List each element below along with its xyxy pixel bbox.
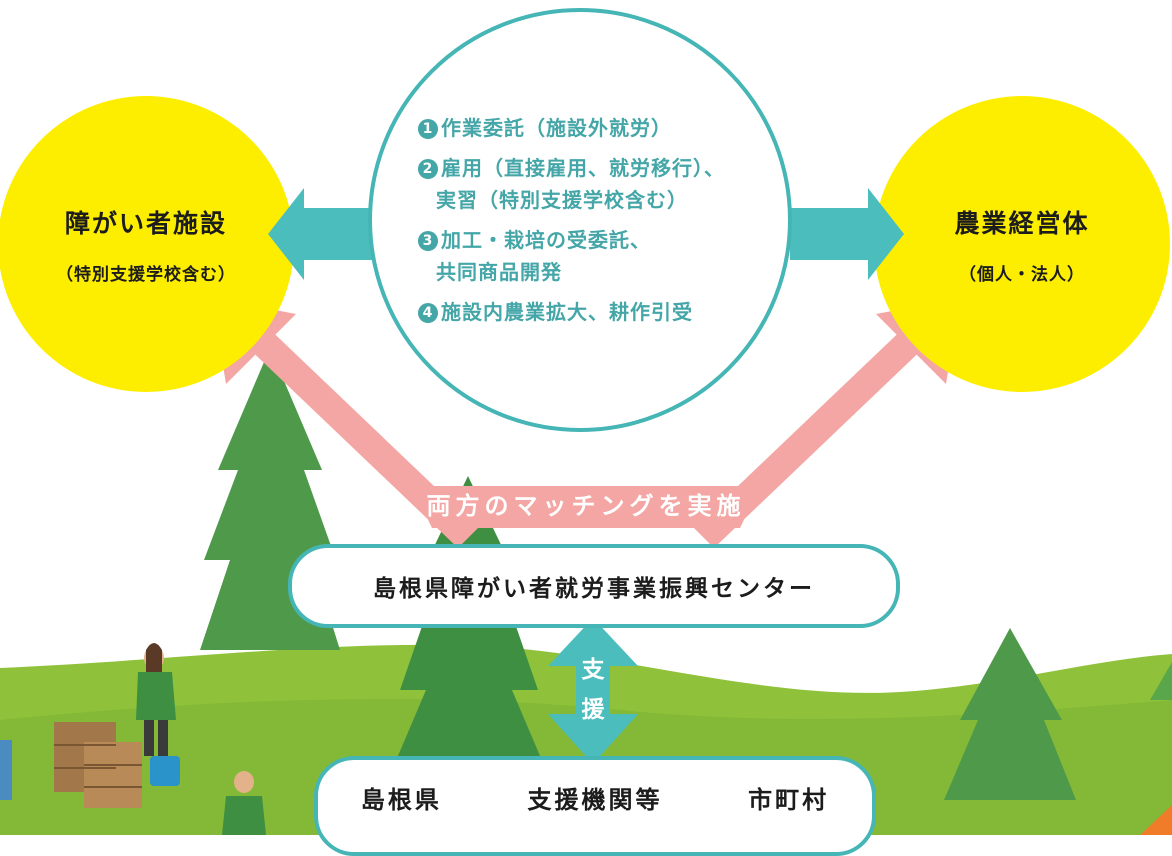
teal-arrow-left	[268, 188, 382, 280]
tree-far-right	[1150, 662, 1172, 700]
matching-label: 両方のマッチングを実施	[426, 492, 746, 520]
disability-facility-title: 障がい者施設	[64, 208, 227, 238]
farmer-illustration-1	[136, 643, 180, 786]
cooperation-item-3-line-1: 加工・栽培の受委託、	[441, 228, 651, 252]
employment-center-box: 島根県障がい者就労事業振興センター	[288, 544, 900, 628]
support-organizations-box: 島根県 支援機関等 市町村	[314, 756, 876, 856]
support-label-char-2: 援	[581, 697, 605, 723]
number-badge-2: 2	[418, 159, 438, 179]
agricultural-business-title: 農業経営体	[954, 208, 1090, 238]
org-municipalities: 市町村	[748, 785, 830, 814]
number-badge-4: 4	[418, 303, 438, 323]
teal-arrow-right	[790, 188, 904, 280]
support-double-arrow	[548, 618, 638, 764]
org-shimane-prefecture: 島根県	[360, 785, 442, 814]
crates-illustration	[54, 722, 142, 808]
org-support-agencies: 支援機関等	[527, 785, 663, 814]
disability-facility-circle: 障がい者施設 （特別支援学校含む）	[0, 96, 294, 392]
support-arrow	[548, 618, 638, 764]
landscape-background	[0, 348, 1172, 835]
pink-arrow-bridge	[412, 486, 760, 528]
number-badge-1: 1	[418, 119, 438, 139]
cooperation-item-3-line-2: 共同商品開発	[436, 260, 562, 284]
disability-facility-subtitle: （特別支援学校含む）	[56, 264, 236, 285]
agricultural-business-circle: 農業経営体 （個人・法人）	[874, 96, 1170, 392]
teal-arrows	[268, 188, 904, 280]
cooperation-item-4-line-1: 施設内農業拡大、耕作引受	[441, 300, 693, 324]
cooperation-item-1-line-1: 作業委託（施設外就労）	[441, 116, 672, 140]
cooperation-item-2-line-2: 実習（特別支援学校含む）	[436, 188, 688, 212]
cooperation-item-2-line-1: 雇用（直接雇用、就労移行）、	[441, 156, 725, 180]
agricultural-business-subtitle: （個人・法人）	[959, 264, 1085, 285]
employment-center-label: 島根県障がい者就労事業振興センター	[373, 576, 815, 602]
farmer-illustration-2	[222, 771, 266, 835]
tree-right	[944, 628, 1076, 800]
orange-shape	[1140, 805, 1172, 835]
number-badge-3: 3	[418, 231, 438, 251]
support-label-char-1: 支	[581, 657, 605, 683]
farmer-illustration-3	[0, 740, 12, 800]
